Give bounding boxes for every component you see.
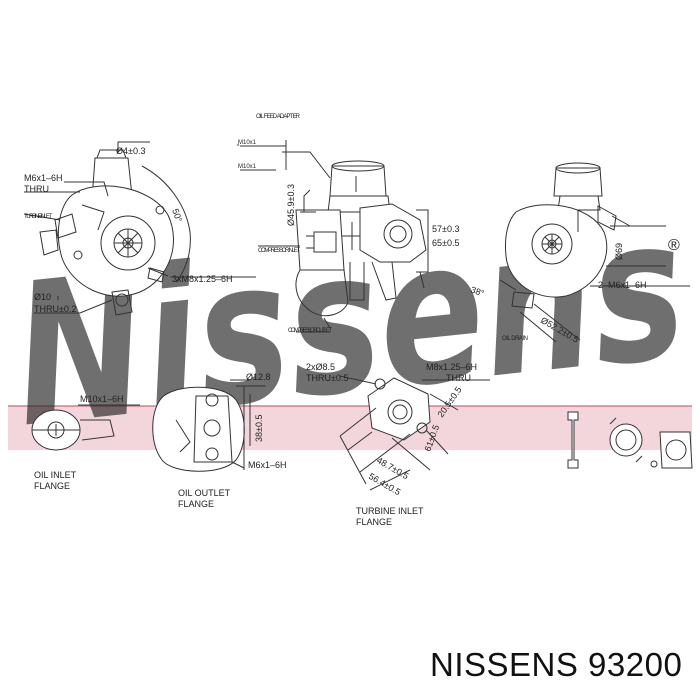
m10-small-label: M10x1 [238, 140, 257, 146]
turbine-inlet-small-label: TURBINE INLET [24, 214, 52, 220]
turbo-front-view [23, 141, 256, 316]
m8-3x-label: 3xM8x1.25–6H [172, 274, 233, 284]
dim-2x85-label: 2xØ8.5 [306, 362, 335, 372]
compressor-outlet-label: COMPRESSOR OUTLET [288, 328, 332, 334]
m6-thru-label: M6x1–6H [24, 173, 63, 183]
oil-inlet-flange-drawing [31, 404, 140, 451]
oil-inlet-flange-caption-2: FLANGE [34, 481, 70, 491]
part-number-footer: NISSENS 93200 [430, 646, 683, 683]
thru-02-label: THRU±0.2 [34, 304, 76, 314]
m10-6h-label: M10x1–6H [80, 394, 124, 404]
gasket-parts [567, 411, 693, 469]
dim-4-label: Ø4±0.3 [116, 146, 145, 156]
m10-small2-label: M10x1 [238, 164, 257, 170]
dia128-label: Ø12.8 [246, 372, 271, 382]
turbine-inlet-flange-caption-2: FLANGE [356, 517, 392, 527]
thru-label: THRU [24, 184, 49, 194]
turbo-rear-view [499, 162, 690, 343]
dim-57-label: 57±0.3 [432, 224, 459, 234]
registered-mark: ® [668, 237, 680, 254]
thru-05-label: THRU±0.5 [306, 373, 348, 383]
thru-label-2: THRU [446, 373, 471, 383]
dim-38-label: 38±0.5 [254, 415, 264, 442]
dia10-label: Ø10 [34, 292, 51, 302]
angle-38-label: 38° [469, 284, 486, 298]
dia459-label: Ø45.9±0.3 [286, 184, 296, 226]
oil-outlet-flange-drawing [152, 379, 266, 472]
dim-65-label: 65±0.5 [432, 238, 459, 248]
m6-2x-label: 2–M6x1–6H [598, 280, 647, 290]
angle-50-label: 50° [170, 207, 184, 224]
dia69-label: Ø69 [614, 243, 624, 260]
turbine-inlet-flange-drawing [339, 375, 490, 491]
oil-feed-adapter-label: OIL FEED ADAPTER [256, 114, 301, 120]
compressor-inlet-label: COMPRESSOR INLET [258, 248, 300, 254]
oil-outlet-flange-caption-1: OIL OUTLET [178, 488, 231, 498]
oil-drain-label: OIL DRAIN [502, 336, 528, 342]
oil-inlet-flange-caption-1: OIL INLET [34, 470, 77, 480]
turbine-inlet-flange-caption-1: TURBINE INLET [356, 506, 424, 516]
turbo-side-view [237, 140, 429, 333]
m8-6h-label: M8x1.25–6H [426, 362, 477, 372]
m6-6h-label: M6x1–6H [248, 460, 287, 470]
oil-outlet-flange-caption-2: FLANGE [178, 499, 214, 509]
